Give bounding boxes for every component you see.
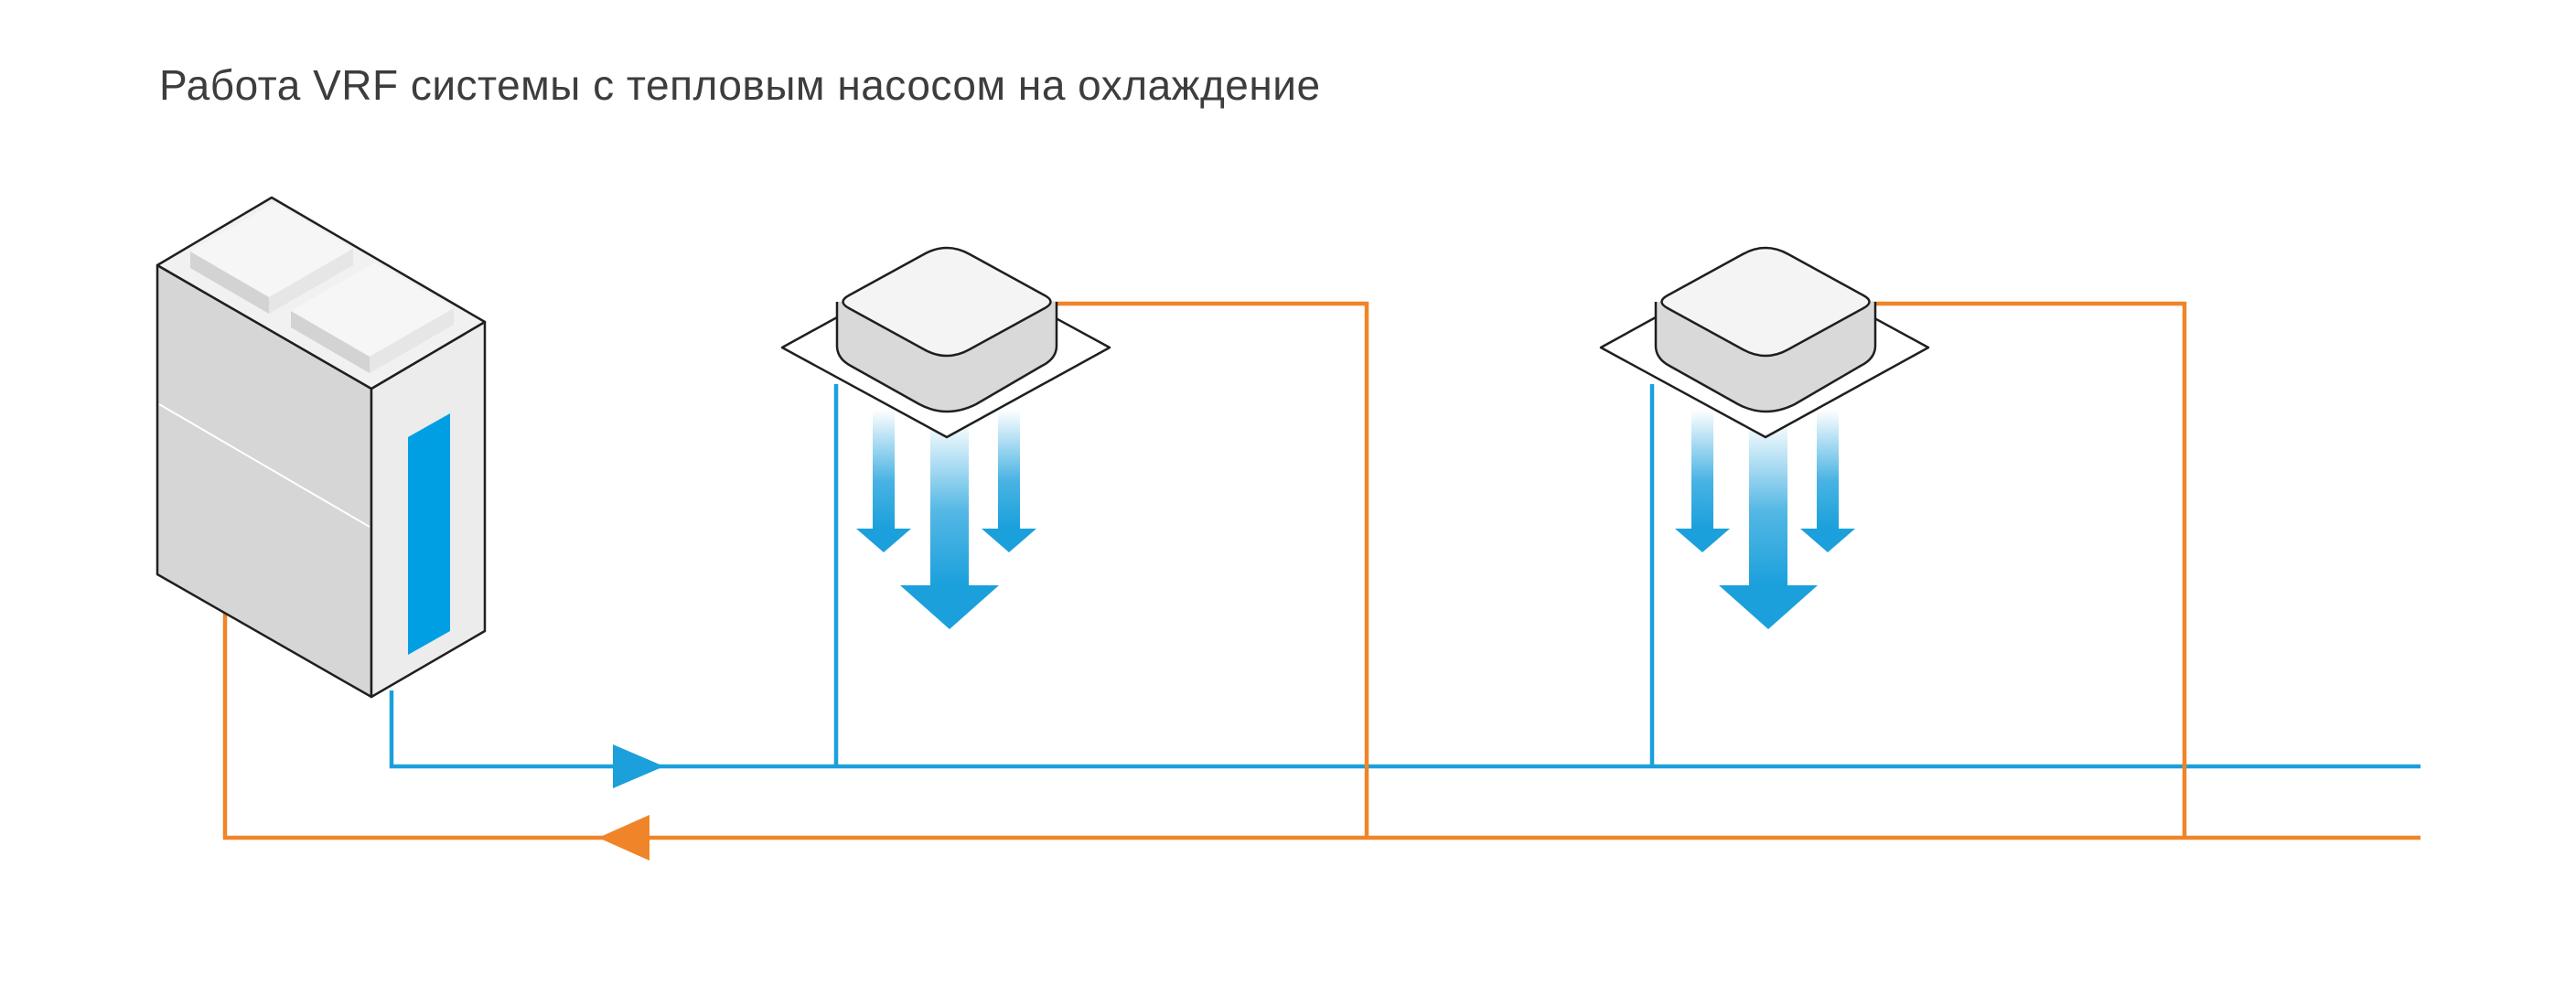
cold-air-arrows-icon [856,410,1036,629]
triangle-left-icon [598,815,649,861]
cassette-indoor-unit-icon [780,246,1111,629]
cassette-indoor-unit-icon [1599,246,1930,629]
diagram-title: Работа VRF системы с тепловым насосом на… [159,61,1321,109]
cold-air-arrows-icon [1675,410,1855,629]
vrf-outdoor-unit-icon [156,196,487,699]
gas-line [222,301,2420,840]
liquid-line [389,384,2420,769]
triangle-right-icon [613,744,664,788]
